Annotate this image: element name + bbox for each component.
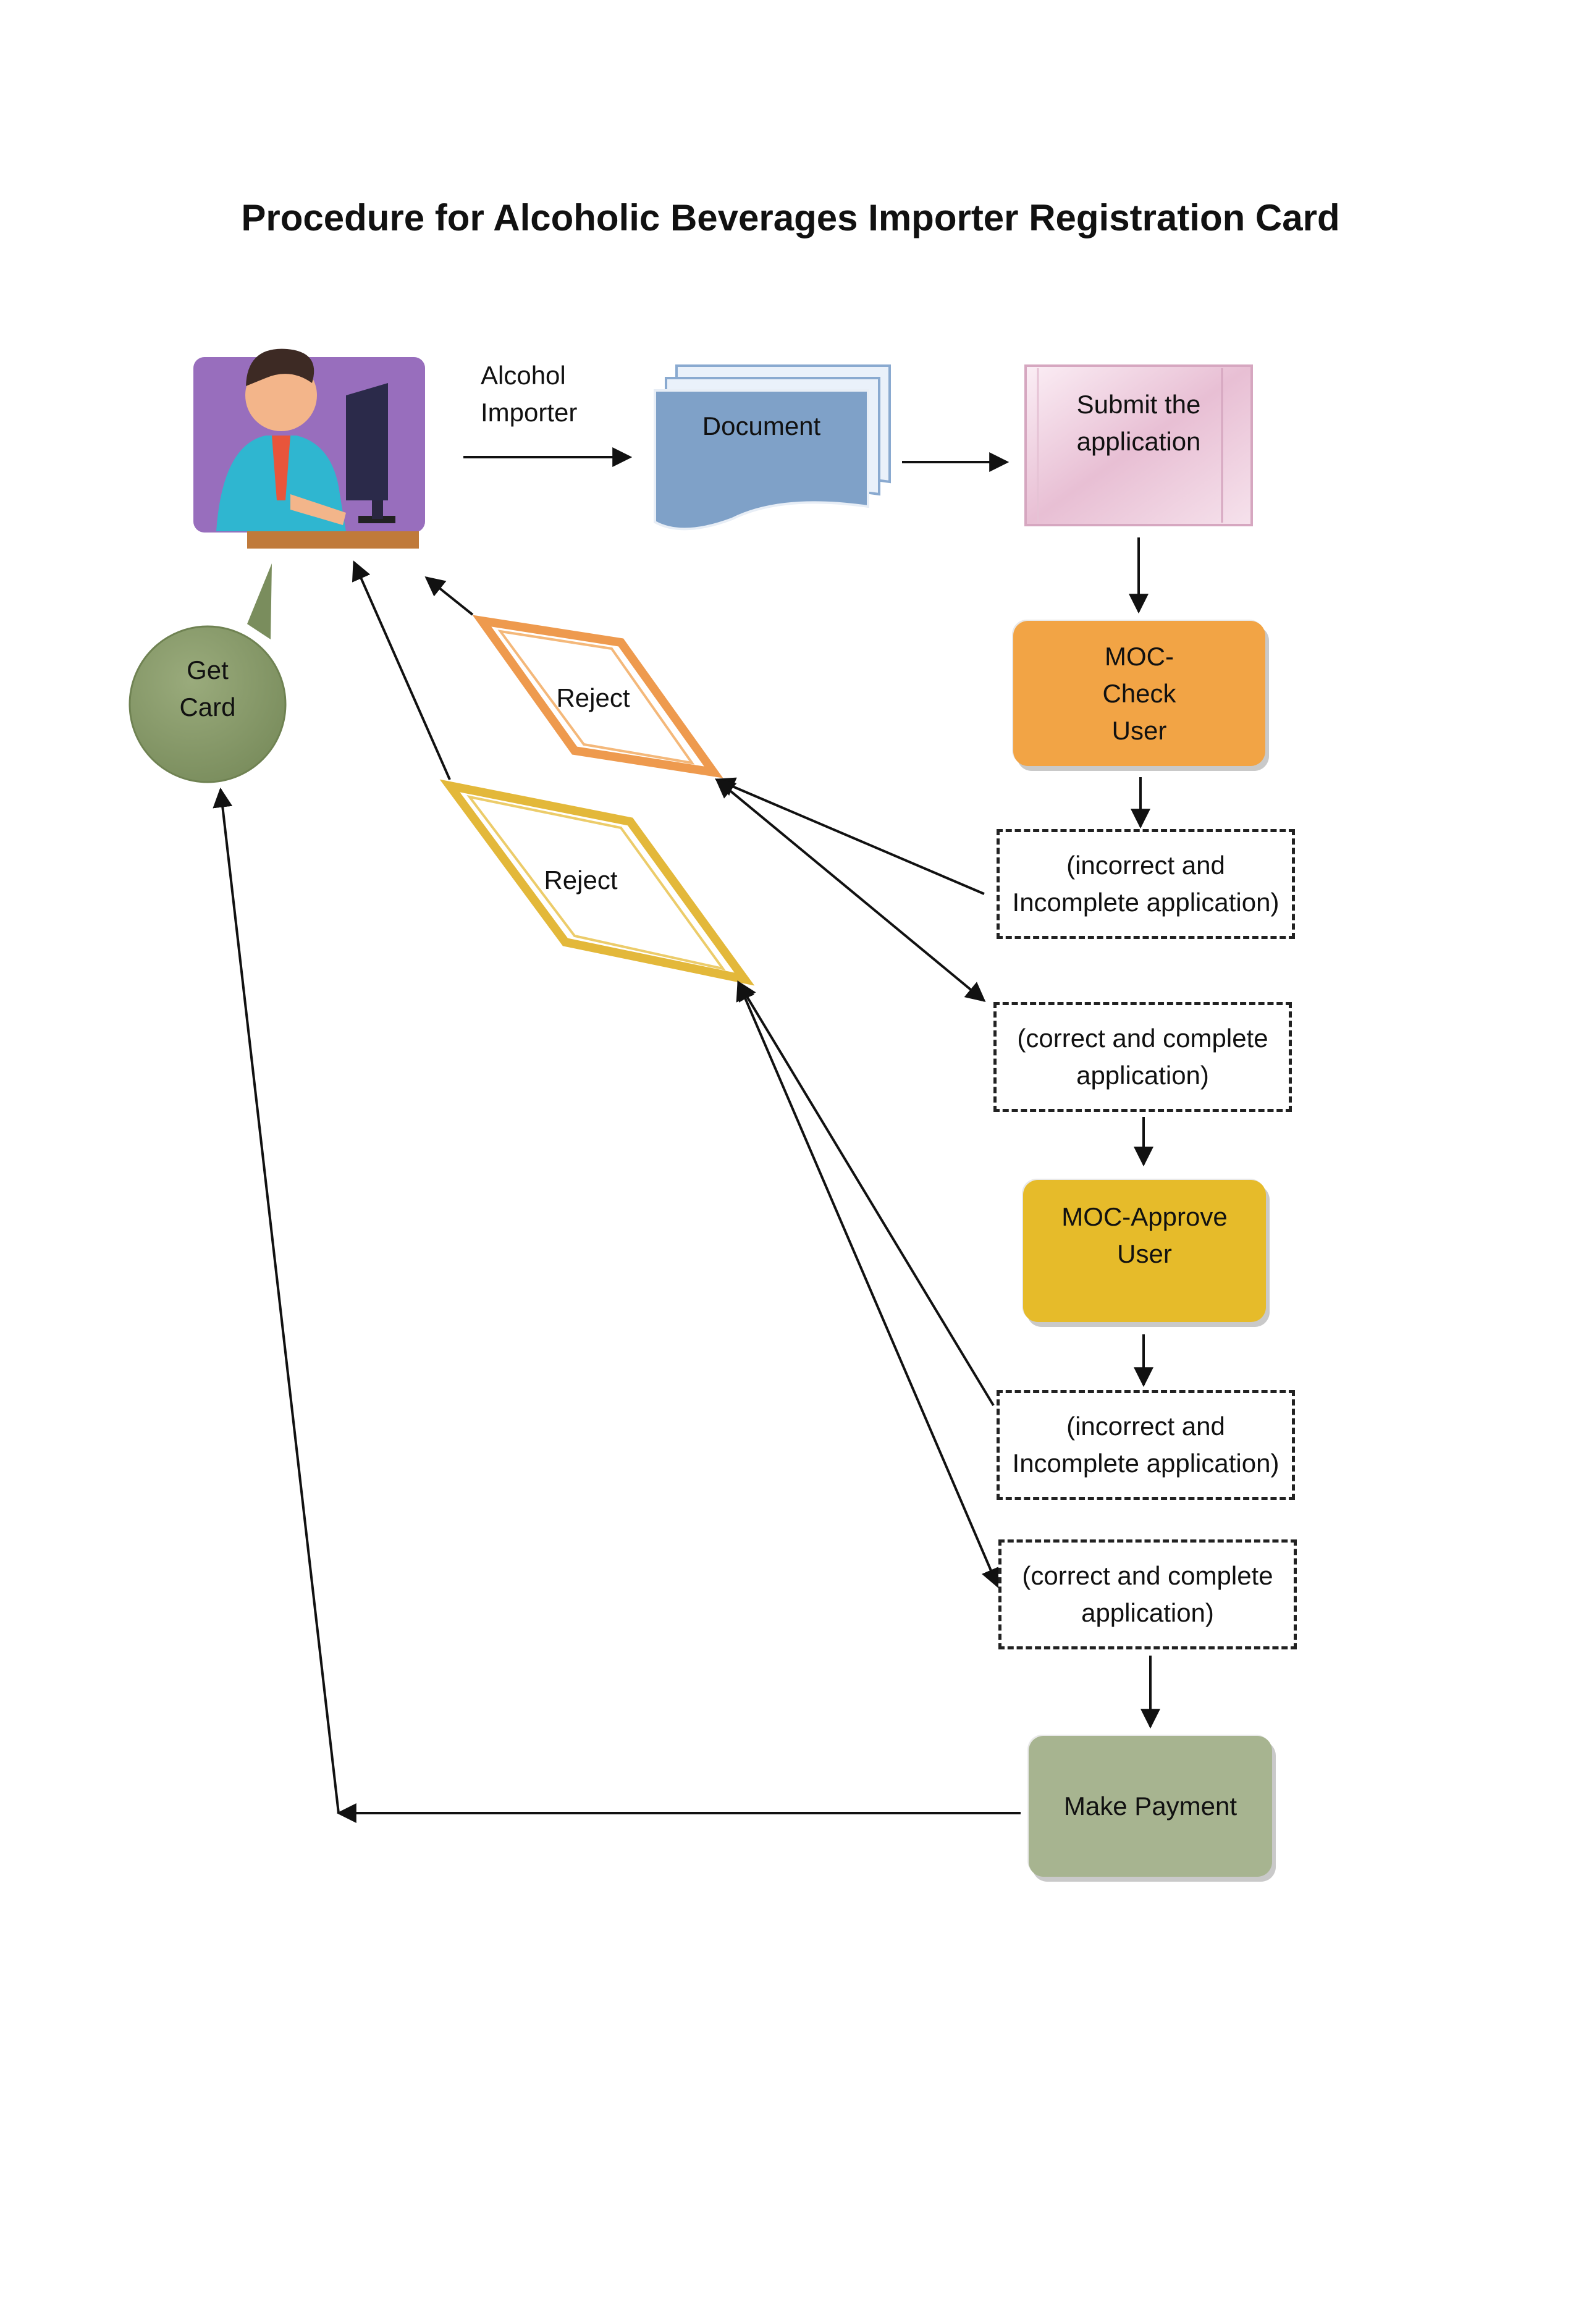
arrow-approve-incorrect-to-reject-2 xyxy=(737,980,995,1407)
arrow-reject-1-to-check-correct xyxy=(715,778,986,1003)
get-card-label: Get Card xyxy=(179,655,236,722)
actor-label: Alcohol Importer xyxy=(481,361,578,427)
arrow-to-get-card xyxy=(213,787,340,1814)
get-card-bubble-shape xyxy=(129,563,287,783)
moc-check-node: MOC- Check User xyxy=(1013,621,1265,766)
arrow-reject-2-to-approve-correct xyxy=(736,980,1000,1588)
submit-box-shape xyxy=(1024,364,1253,526)
arrow-check-incorrect-to-reject-1 xyxy=(715,777,985,895)
reject-1-label: Reject xyxy=(556,683,630,712)
check-correct-node: (correct and complete application) xyxy=(993,1002,1292,1112)
reject-2-label: Reject xyxy=(544,865,618,895)
person-at-computer-icon xyxy=(193,348,425,549)
moc-approve-node: MOC-Approve User xyxy=(1023,1180,1266,1322)
approve-correct-node: (correct and complete application) xyxy=(998,1539,1297,1649)
approve-incorrect-node: (incorrect and Incomplete application) xyxy=(997,1390,1295,1500)
payment-node: Make Payment xyxy=(1029,1736,1272,1877)
check-incorrect-node: (incorrect and Incomplete application) xyxy=(997,829,1295,939)
arrow-reject-2-to-actor xyxy=(352,560,451,780)
arrow-reject-1-to-actor xyxy=(424,576,474,616)
document-stack-shape xyxy=(654,364,891,531)
submit-node: Submit the application xyxy=(1076,390,1201,456)
document-node: Document xyxy=(702,411,821,440)
page-title: Procedure for Alcoholic Beverages Import… xyxy=(241,197,1340,238)
reject-1-shape xyxy=(472,615,723,778)
